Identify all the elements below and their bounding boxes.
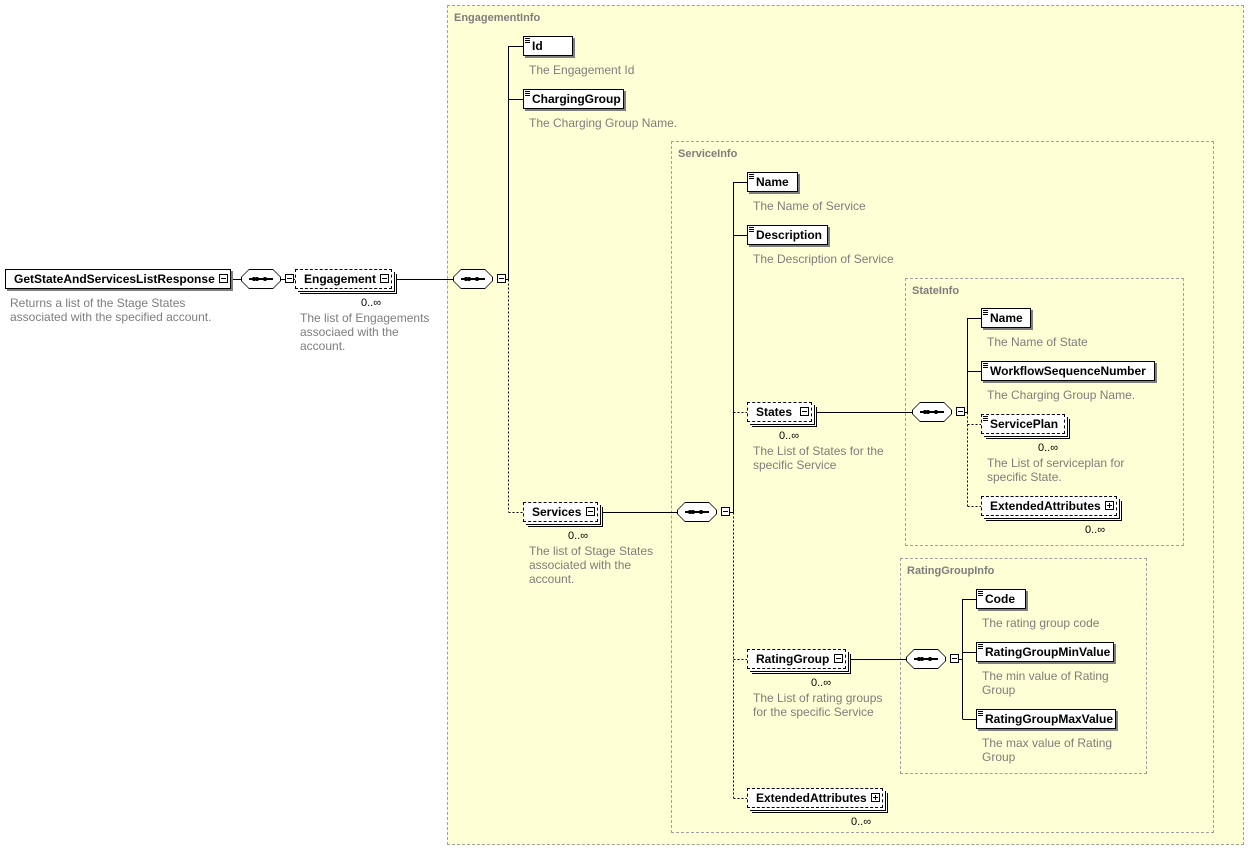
collapse-icon[interactable] bbox=[834, 654, 843, 663]
rating-group-max-value-element[interactable]: RatingGroupMaxValue bbox=[976, 709, 1116, 729]
service-description-element[interactable]: Description bbox=[747, 225, 828, 245]
state-name-label: Name bbox=[990, 311, 1023, 325]
engagement-label: Engagement bbox=[304, 272, 377, 286]
rating-group-label: RatingGroup bbox=[756, 652, 830, 666]
expand-icon[interactable] bbox=[871, 793, 880, 802]
id-description: The Engagement Id bbox=[529, 63, 635, 77]
charging-group-label: ChargingGroup bbox=[532, 92, 621, 106]
sequence-compositor[interactable] bbox=[241, 269, 294, 289]
states-label: States bbox=[756, 405, 793, 419]
states-element[interactable]: States bbox=[747, 402, 812, 422]
services-label: Services bbox=[532, 505, 582, 519]
root-element-label: GetStateAndServicesListResponse bbox=[14, 272, 215, 286]
code-element[interactable]: Code bbox=[976, 589, 1026, 609]
id-element[interactable]: Id bbox=[523, 36, 573, 56]
engagement-occurrence: 0..∞ bbox=[361, 297, 382, 309]
engagement-info-title: EngagementInfo bbox=[454, 12, 541, 24]
states-sequence-compositor[interactable] bbox=[912, 402, 965, 422]
rating-group-max-value-label: RatingGroupMaxValue bbox=[985, 712, 1114, 726]
engagement-description: The list of Engagements associaed with t… bbox=[300, 311, 430, 353]
collapse-icon[interactable] bbox=[285, 274, 294, 283]
engagement-info-region: EngagementInfo bbox=[447, 5, 1244, 845]
rating-group-occurrence: 0..∞ bbox=[811, 677, 832, 689]
service-plan-label: ServicePlan bbox=[990, 417, 1059, 431]
service-description-label: Description bbox=[756, 228, 823, 242]
state-extended-attributes-element[interactable]: ExtendedAttributes bbox=[981, 496, 1117, 516]
service-info-title: ServiceInfo bbox=[678, 148, 738, 160]
states-occurrence: 0..∞ bbox=[779, 430, 800, 442]
service-name-description: The Name of Service bbox=[753, 199, 866, 213]
service-extended-attributes-element[interactable]: ExtendedAttributes bbox=[747, 788, 883, 808]
collapse-icon[interactable] bbox=[721, 507, 730, 516]
code-description: The rating group code bbox=[982, 616, 1100, 630]
services-occurrence: 0..∞ bbox=[568, 530, 589, 542]
rating-group-description: The List of rating groups for the specif… bbox=[753, 691, 883, 719]
rating-group-min-value-label: RatingGroupMinValue bbox=[985, 645, 1111, 659]
expand-icon[interactable] bbox=[1105, 501, 1114, 510]
rating-group-sequence-compositor[interactable] bbox=[906, 649, 959, 669]
service-extended-attributes-occurrence: 0..∞ bbox=[851, 816, 872, 828]
collapse-icon[interactable] bbox=[956, 407, 965, 416]
service-name-label: Name bbox=[756, 175, 789, 189]
code-label: Code bbox=[985, 592, 1015, 606]
engagement-sequence-compositor[interactable] bbox=[453, 269, 506, 289]
services-description: The list of Stage States associated with… bbox=[529, 544, 654, 586]
service-info-region: ServiceInfo bbox=[671, 141, 1214, 833]
state-name-description: The Name of State bbox=[987, 335, 1088, 349]
rating-group-max-value-description: The max value of Rating Group bbox=[982, 736, 1113, 764]
engagement-element[interactable]: Engagement bbox=[295, 269, 392, 289]
rating-group-element[interactable]: RatingGroup bbox=[747, 649, 846, 669]
state-extended-attributes-occurrence: 0..∞ bbox=[1085, 524, 1106, 536]
collapse-icon[interactable] bbox=[586, 507, 595, 516]
service-description-description: The Description of Service bbox=[753, 252, 894, 266]
rating-group-info-title: RatingGroupInfo bbox=[907, 565, 995, 577]
state-info-title: StateInfo bbox=[912, 285, 960, 297]
services-element[interactable]: Services bbox=[523, 502, 598, 522]
collapse-icon[interactable] bbox=[950, 654, 959, 663]
state-extended-attributes-label: ExtendedAttributes bbox=[990, 499, 1101, 513]
collapse-icon[interactable] bbox=[380, 274, 389, 283]
root-description: Returns a list of the Stage States assoc… bbox=[10, 296, 212, 324]
state-name-element[interactable]: Name bbox=[981, 308, 1031, 328]
rating-group-info-region: RatingGroupInfo bbox=[900, 558, 1147, 774]
root-element[interactable]: GetStateAndServicesListResponse bbox=[5, 269, 231, 289]
charging-group-element[interactable]: ChargingGroup bbox=[523, 89, 624, 109]
id-label: Id bbox=[532, 39, 543, 53]
workflow-sequence-number-description: The Charging Group Name. bbox=[987, 388, 1136, 402]
collapse-icon[interactable] bbox=[219, 274, 228, 283]
service-plan-element[interactable]: ServicePlan bbox=[981, 414, 1065, 434]
rating-group-min-value-description: The min value of Rating Group bbox=[982, 669, 1109, 697]
workflow-sequence-number-element[interactable]: WorkflowSequenceNumber bbox=[981, 361, 1155, 381]
workflow-sequence-number-label: WorkflowSequenceNumber bbox=[990, 364, 1146, 378]
service-name-element[interactable]: Name bbox=[747, 172, 798, 192]
collapse-icon[interactable] bbox=[800, 407, 809, 416]
service-plan-description: The List of serviceplan for specific Sta… bbox=[987, 456, 1125, 484]
collapse-icon[interactable] bbox=[497, 274, 506, 283]
service-extended-attributes-label: ExtendedAttributes bbox=[756, 791, 867, 805]
services-sequence-compositor[interactable] bbox=[677, 502, 730, 522]
service-plan-occurrence: 0..∞ bbox=[1038, 442, 1059, 454]
rating-group-min-value-element[interactable]: RatingGroupMinValue bbox=[976, 642, 1114, 662]
states-description: The List of States for the specific Serv… bbox=[753, 444, 884, 472]
charging-group-description: The Charging Group Name. bbox=[529, 116, 678, 130]
